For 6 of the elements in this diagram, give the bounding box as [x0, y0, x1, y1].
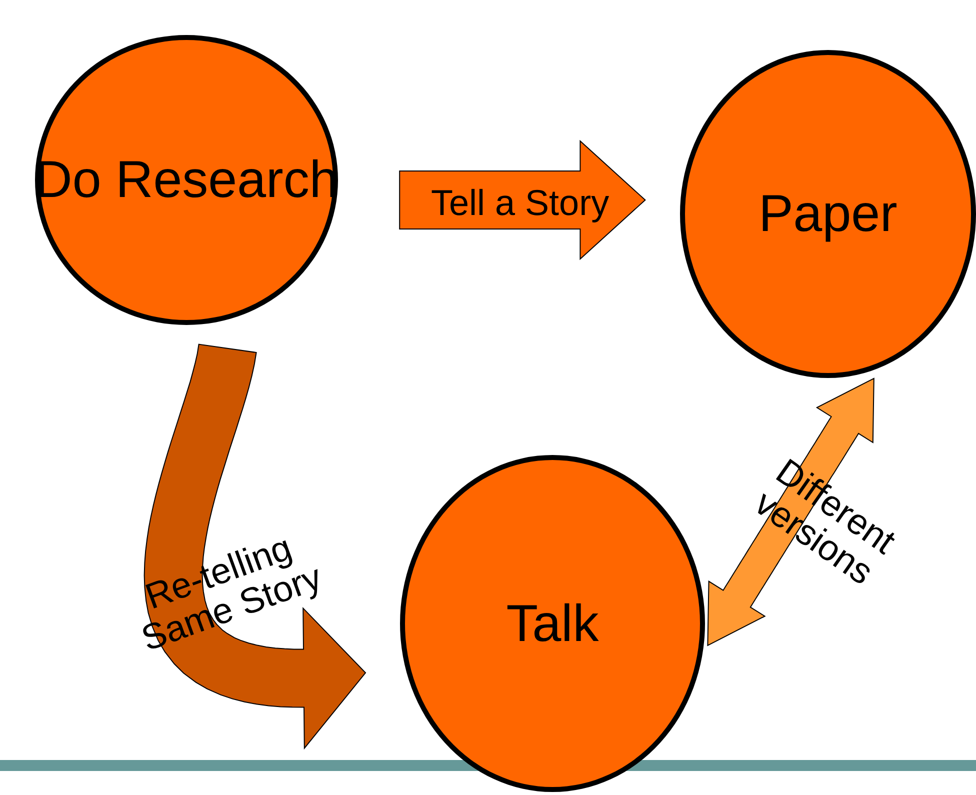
- edge-label: Tell a Story: [431, 184, 610, 222]
- node-label: Paper: [758, 184, 898, 244]
- block-arrow: [399, 140, 646, 260]
- block-arrow: [707, 378, 874, 646]
- block-arrow: [144, 344, 366, 750]
- node-label: Talk: [506, 594, 599, 654]
